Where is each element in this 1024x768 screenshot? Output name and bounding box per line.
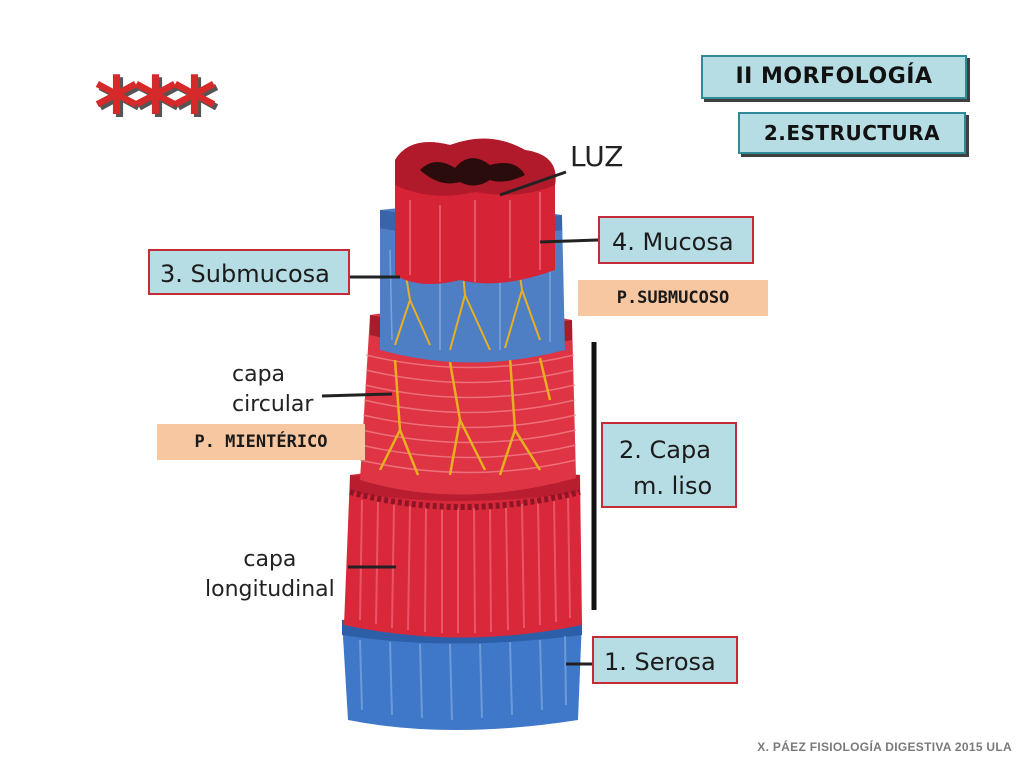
luz-leader — [499, 170, 567, 197]
circular-layer-label: capa circular — [232, 360, 313, 420]
longitudinal-layer-label: capa longitudinal — [205, 545, 335, 605]
myenteric-plexus-label: P. MIENTÉRICO — [157, 424, 365, 460]
subsection-title: 2.ESTRUCTURA — [738, 112, 966, 154]
serosa-label: 1. Serosa — [592, 636, 738, 684]
lumen — [420, 158, 525, 186]
circular-layer-label-line1: capa — [232, 362, 286, 387]
submucosa-label: 3. Submucosa — [148, 249, 350, 295]
smooth-muscle-label-line1: 2. Capa — [619, 436, 711, 464]
intestinal-wall-illustration — [342, 138, 582, 730]
myenteric-plexus-nerves — [378, 357, 552, 476]
smooth-muscle-label-line2: m. liso — [633, 472, 713, 500]
stars-decoration: *** — [94, 59, 217, 159]
circular-layer-label-line2: circular — [232, 392, 314, 417]
smooth-muscle-label: 2. Capa m. liso — [601, 422, 737, 508]
mucosa-layer — [395, 138, 556, 284]
submucosal-plexus-label: P.SUBMUCOSO — [578, 280, 768, 316]
circular-leader — [321, 392, 393, 398]
longitudinal-layer-label-line1: capa — [243, 547, 297, 572]
mucosa-label: 4. Mucosa — [598, 216, 754, 264]
serosa-layer — [342, 610, 582, 730]
luz-label: LUZ — [570, 140, 624, 173]
footer-credit: X. PÁEZ FISIOLOGÍA DIGESTIVA 2015 ULA — [757, 740, 1012, 754]
mucosa-leader — [539, 238, 599, 244]
section-title: II MORFOLOGÍA — [701, 55, 967, 99]
longitudinal-layer-label-line2: longitudinal — [205, 577, 335, 602]
